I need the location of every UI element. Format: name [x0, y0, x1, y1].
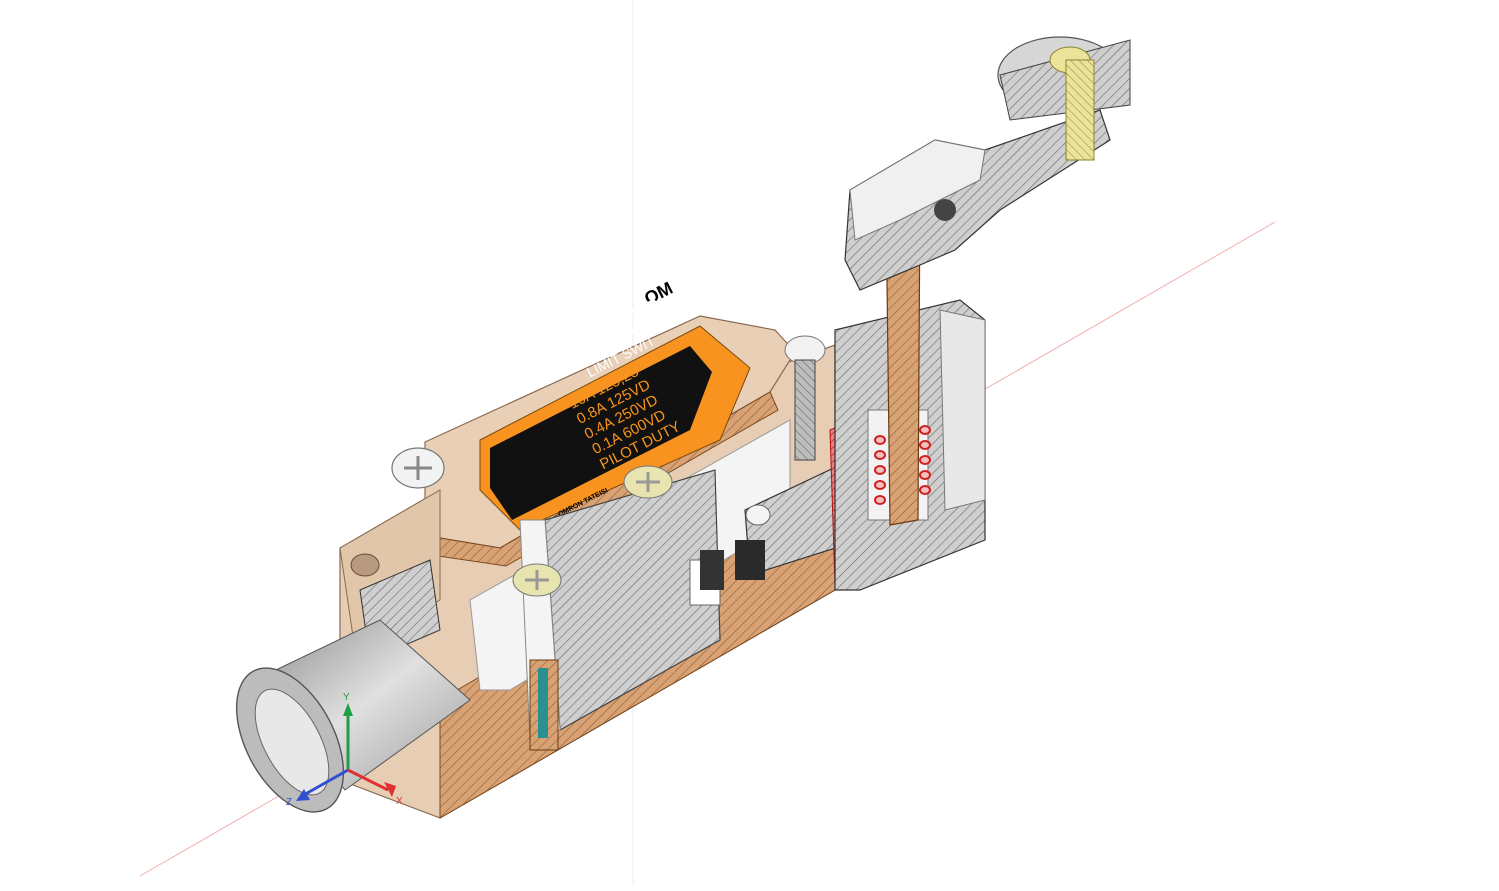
roller-pin [1065, 59, 1095, 161]
axis-x-label: X [396, 796, 403, 807]
bottom-contact-section [529, 659, 559, 751]
cover-screw-right[interactable] [784, 335, 826, 461]
axis-y-label: Y [343, 692, 350, 703]
roller-lever-arm[interactable] [844, 109, 1111, 291]
return-spring [874, 425, 931, 505]
axis-triad: Y X Z [286, 692, 403, 808]
lever-roller[interactable] [997, 36, 1131, 121]
terminal-screw-lower[interactable] [512, 563, 562, 597]
conduit-gland[interactable] [215, 559, 471, 830]
terminal-screw-upper[interactable] [623, 465, 673, 499]
axis-x [347, 768, 389, 792]
axis-z-label: Z [286, 797, 292, 808]
cover-screw-left[interactable] [391, 447, 445, 489]
axis-z [301, 768, 349, 798]
plunger-shaft[interactable] [735, 464, 846, 580]
